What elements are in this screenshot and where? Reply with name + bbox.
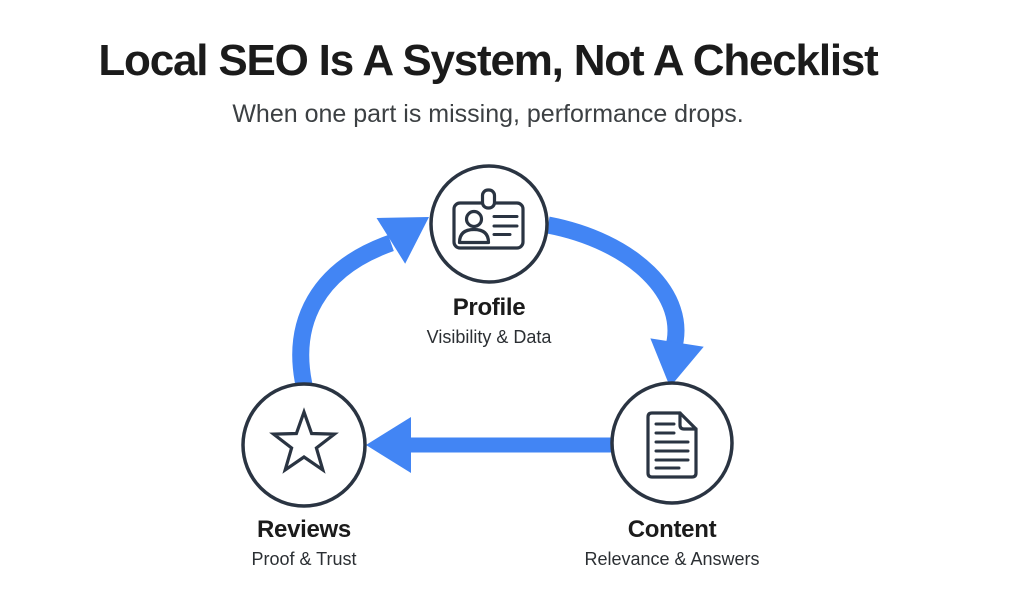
arrowhead-profile-to-content [650, 338, 704, 387]
node-label-reviews: Reviews Proof & Trust [144, 516, 464, 569]
node-label-content: Content Relevance & Answers [512, 516, 832, 569]
star-icon [269, 407, 339, 474]
content-sublabel: Relevance & Answers [584, 548, 760, 569]
node-circle-reviews [241, 382, 367, 508]
reviews-sublabel: Proof & Trust [251, 548, 357, 569]
node-label-profile: Profile Visibility & Data [329, 294, 649, 347]
page-title: Local SEO Is A System, Not A Checklist [98, 36, 878, 85]
node-reviews [241, 382, 367, 508]
cycle-arrows [292, 216, 704, 473]
content-label: Content [627, 516, 717, 543]
id-card-icon [452, 188, 525, 250]
reviews-label: Reviews [257, 516, 351, 543]
arrowhead-content-to-reviews [366, 417, 411, 473]
profile-label: Profile [452, 294, 526, 321]
page-subtitle: When one part is missing, performance dr… [232, 100, 744, 128]
arrow-profile-to-content [546, 216, 685, 353]
node-profile [429, 164, 549, 284]
node-content [610, 381, 734, 505]
profile-sublabel: Visibility & Data [426, 326, 552, 347]
arrow-reviews-to-profile [292, 234, 394, 387]
arrowhead-reviews-to-profile [376, 217, 429, 264]
document-icon [646, 411, 698, 479]
